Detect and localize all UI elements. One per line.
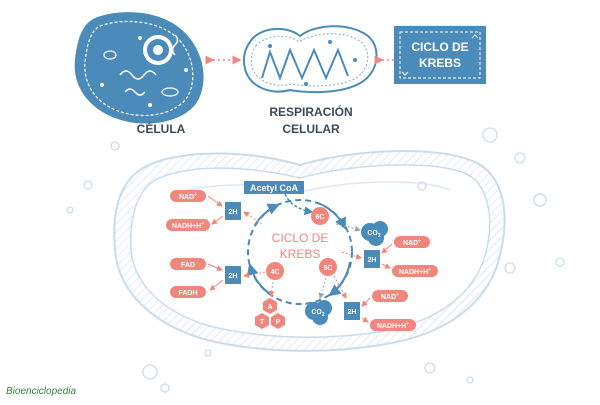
resp-label-line1: RESPIRACIÓN xyxy=(269,104,352,119)
svg-text:A: A xyxy=(267,304,272,311)
decorative-bubbles xyxy=(66,127,565,393)
cell-illustration xyxy=(74,12,204,124)
svg-text:P: P xyxy=(276,319,281,326)
nadh-left-top: NADH+H+ xyxy=(166,219,210,231)
node-4c xyxy=(266,262,284,280)
cycle-center-line1: CICLO DE xyxy=(272,231,329,245)
acetyl-coa-label: Acetyl CoA xyxy=(250,183,299,193)
node-6c xyxy=(311,207,329,225)
svg-text:2H: 2H xyxy=(229,273,238,280)
nad-right-top: NAD+ xyxy=(394,236,430,248)
acetyl-coa-box xyxy=(244,181,304,194)
svg-text:NADH+H+: NADH+H+ xyxy=(172,221,204,230)
two-h-left-bottom xyxy=(225,266,241,284)
svg-text:NADH+H+: NADH+H+ xyxy=(377,321,409,330)
two-h-right-top xyxy=(364,250,380,268)
cycle-center-line2: KREBS xyxy=(280,247,321,261)
krebs-box-line2: KREBS xyxy=(419,56,461,70)
svg-text:2H: 2H xyxy=(348,309,357,316)
svg-text:CO2: CO2 xyxy=(311,309,325,318)
fadh-left: FADH xyxy=(170,286,206,298)
two-h-right-bottom xyxy=(344,302,360,320)
svg-text:5C: 5C xyxy=(324,265,333,272)
svg-text:Bioenciclopedia: Bioenciclopedia xyxy=(6,386,76,397)
svg-text:NAD+: NAD+ xyxy=(403,238,421,247)
cell-label: CÉLULA xyxy=(137,121,186,136)
svg-text:FADH: FADH xyxy=(178,290,197,297)
svg-text:6C: 6C xyxy=(316,214,325,221)
svg-text:CO2: CO2 xyxy=(367,230,381,239)
svg-text:FAD: FAD xyxy=(181,262,195,269)
nadh-right-bottom: NADH+H+ xyxy=(370,319,416,331)
brand-logo: Bioenciclopedia xyxy=(6,386,76,397)
co2-cloud-top: CO2 xyxy=(361,221,388,246)
nad-left-top: NAD+ xyxy=(170,190,206,202)
svg-text:NAD+: NAD+ xyxy=(381,292,399,301)
svg-text:2H: 2H xyxy=(229,209,238,216)
nadh-right-top: NADH+H+ xyxy=(392,265,438,277)
atp-molecule: A T P xyxy=(255,298,285,329)
svg-text:4C: 4C xyxy=(271,269,280,276)
node-5c xyxy=(319,258,337,276)
krebs-box xyxy=(394,26,486,84)
cycle-loop xyxy=(247,199,353,305)
co2-cloud-bottom: CO2 xyxy=(305,300,332,325)
fad-left: FAD xyxy=(170,258,206,270)
two-h-left-top xyxy=(225,202,241,220)
svg-text:2H: 2H xyxy=(368,257,377,264)
svg-text:NADH+H+: NADH+H+ xyxy=(399,267,431,276)
nad-right-bottom: NAD+ xyxy=(372,290,408,302)
mitochondrion-illustration xyxy=(242,25,378,94)
krebs-box-line1: CICLO DE xyxy=(411,40,468,54)
svg-text:NAD+: NAD+ xyxy=(179,192,197,201)
svg-text:T: T xyxy=(260,319,265,326)
resp-label-line2: CELULAR xyxy=(282,122,340,136)
